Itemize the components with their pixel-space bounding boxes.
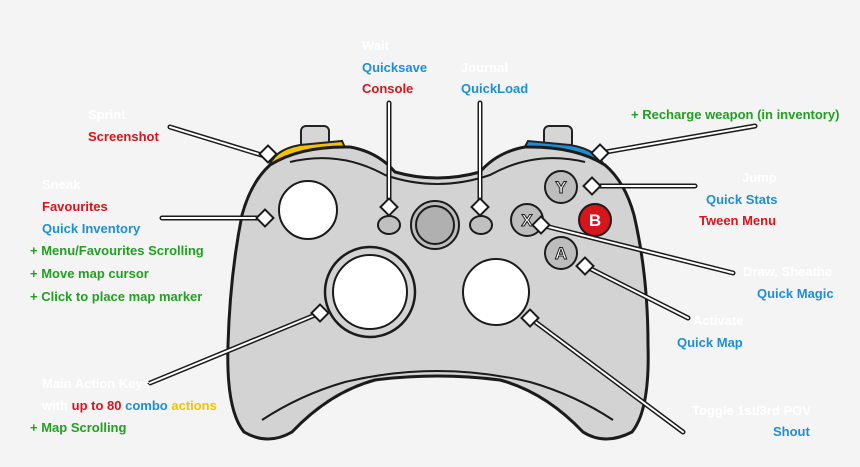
back-blue-label: Quicksave (362, 60, 428, 75)
left-stick-blue-label: Quick Inventory (42, 221, 141, 236)
back-button (377, 215, 401, 235)
a-primary-label: Activate (693, 313, 744, 328)
y-primary-label: Jump (742, 170, 777, 185)
tip-right-stick (520, 308, 540, 328)
pointer-a-inner (584, 265, 689, 319)
pointer-right-stick-inner (529, 317, 684, 433)
y-blue-label: Quick Stats (706, 192, 778, 207)
pointer-lb-inner (169, 126, 269, 158)
dpad (332, 254, 408, 330)
lb-red-label: Screenshot (88, 129, 159, 144)
start-primary-label: Journal (461, 60, 508, 75)
tip-dpad (310, 303, 330, 323)
tip-a (575, 256, 595, 276)
top-trim-line (289, 157, 586, 185)
start-button (469, 215, 493, 235)
left-stick-green2-label: + Move map cursor (30, 266, 149, 281)
back-red-label: Console (362, 81, 414, 96)
left-stick-primary-label: Sneak (42, 177, 81, 192)
dpad-combo-text: combo (125, 398, 168, 413)
tip-rb (590, 143, 610, 163)
y-button-letter: Y (555, 178, 567, 197)
y-button (544, 170, 578, 204)
dpad-actions-text: actions (171, 398, 217, 413)
back-primary-label: Wait (362, 38, 389, 53)
x-button-letter: X (521, 211, 533, 230)
tip-y (582, 176, 602, 196)
x-blue-label: Quick Magic (757, 286, 834, 301)
rb-green-label: + Recharge weapon (in inventory) (631, 107, 840, 122)
pointer-rb-inner (599, 125, 756, 154)
left-stick (278, 180, 338, 240)
left-stick-green3-label: + Click to place map marker (30, 289, 203, 304)
pointer-x-inner (540, 224, 734, 274)
right-stick-blue-label: Shout (773, 424, 810, 439)
left-stick-green1-label: + Menu/Favourites Scrolling (30, 243, 204, 258)
bottom-trim-line (261, 370, 614, 421)
lb-primary-label: Sprint (88, 107, 126, 122)
dpad-upto-text: up to 80 (71, 398, 122, 413)
dpad-green-label: + Map Scrolling (30, 420, 127, 435)
pointer-dpad-inner (149, 312, 321, 384)
right-stick-primary-label: Toggle 1st/3rd POV (692, 403, 811, 418)
guide-button-inner (415, 205, 455, 245)
left-stick-red-label: Favourites (42, 199, 108, 214)
start-blue-label: QuickLoad (461, 81, 529, 96)
a-blue-label: Quick Map (677, 335, 743, 350)
y-red-label: Tween Menu (699, 213, 777, 228)
pointer-inner-lines (149, 102, 756, 433)
dpad-with-text: with (42, 398, 68, 413)
tip-start (470, 197, 490, 217)
tip-back (379, 197, 399, 217)
right-stick (462, 258, 530, 326)
x-primary-label: Draw, Sheathe (743, 264, 833, 279)
tip-lb (258, 144, 278, 164)
a-button-letter: A (555, 244, 567, 263)
pointer-tips (255, 143, 610, 328)
dpad-primary-label: Main Action Keys (42, 376, 150, 391)
b-button-letter: B (589, 211, 601, 230)
dpad-combo-line: with up to 80 combo actions (42, 398, 217, 414)
a-button (544, 236, 578, 270)
tip-x (531, 215, 551, 235)
tip-left-stick (255, 208, 275, 228)
